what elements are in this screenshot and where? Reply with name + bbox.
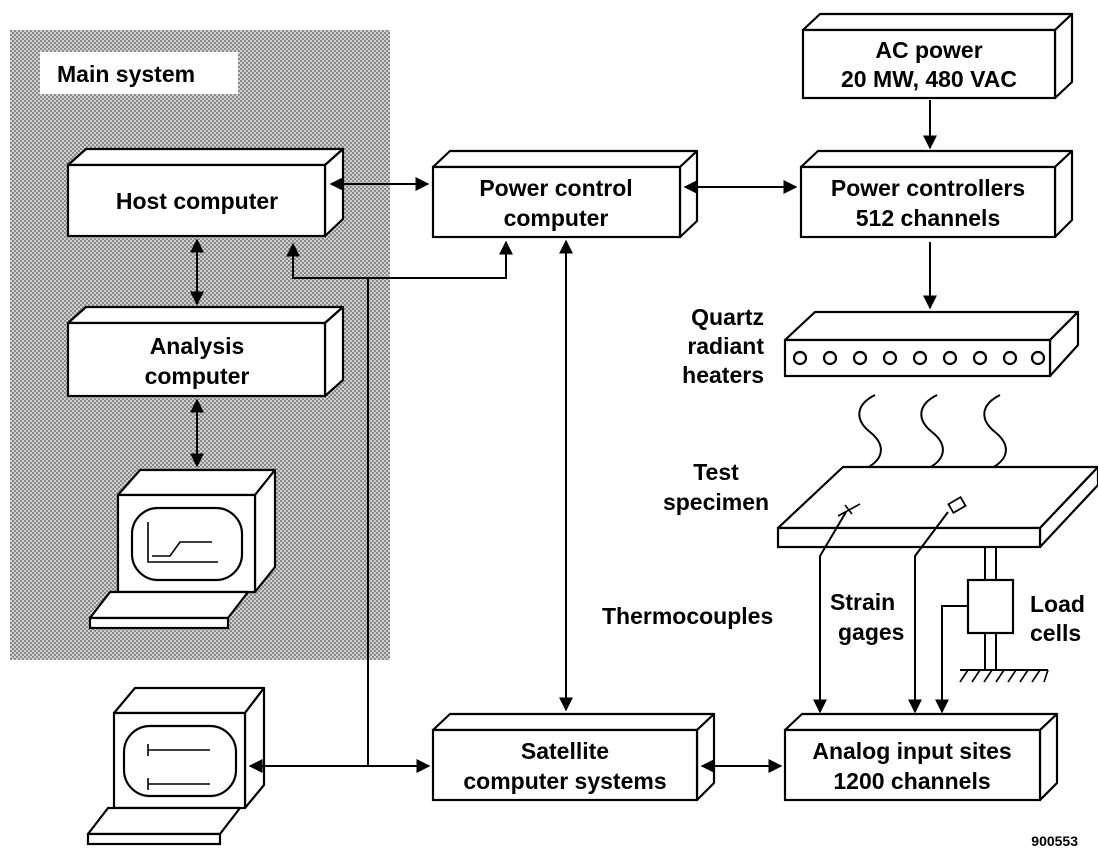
main-terminal-icon bbox=[88, 468, 277, 630]
ac-power-line1: AC power bbox=[875, 37, 982, 63]
thermocouples-label: Thermocouples bbox=[602, 603, 773, 629]
power-controllers-box: Power controllers 512 channels bbox=[799, 149, 1074, 239]
connections bbox=[190, 100, 937, 773]
main-system-label: Main system bbox=[57, 61, 195, 87]
strain-gages-label-line1: Strain bbox=[830, 589, 895, 615]
satellite-terminal-icon bbox=[86, 686, 266, 846]
analysis-computer-line2: computer bbox=[145, 363, 250, 389]
analysis-computer-line1: Analysis bbox=[150, 333, 245, 359]
host-computer-box: Host computer bbox=[66, 147, 345, 238]
strain-gages-label-line2: gages bbox=[838, 619, 904, 645]
host-computer-label: Host computer bbox=[116, 188, 278, 214]
test-specimen-plate bbox=[776, 465, 1098, 549]
power-controllers-line2: 512 channels bbox=[856, 205, 1000, 231]
quartz-label-line3: heaters bbox=[682, 362, 764, 388]
sensor-wires bbox=[813, 511, 968, 714]
satellite-computer-box: Satellite computer systems bbox=[431, 712, 716, 802]
load-cell-assembly bbox=[959, 547, 1049, 683]
figure-number: 900553 bbox=[1031, 833, 1078, 849]
power-control-line2: computer bbox=[504, 205, 609, 231]
analog-line2: 1200 channels bbox=[833, 768, 990, 794]
analog-line1: Analog input sites bbox=[812, 738, 1011, 764]
satellite-line2: computer systems bbox=[463, 768, 666, 794]
ac-power-line2: 20 MW, 480 VAC bbox=[841, 66, 1017, 92]
power-controllers-line1: Power controllers bbox=[831, 175, 1025, 201]
quartz-label-line1: Quartz bbox=[691, 304, 764, 330]
power-control-computer-box: Power control computer bbox=[431, 149, 699, 239]
power-control-line1: Power control bbox=[479, 175, 632, 201]
analog-input-box: Analog input sites 1200 channels bbox=[783, 712, 1059, 802]
load-cells-label-line1: Load bbox=[1030, 591, 1085, 617]
quartz-heater-unit bbox=[783, 310, 1080, 378]
test-specimen-label-line2: specimen bbox=[663, 489, 769, 515]
ac-power-box: AC power 20 MW, 480 VAC bbox=[801, 12, 1074, 100]
test-specimen-label-line1: Test bbox=[693, 459, 739, 485]
main-system-label-bg bbox=[40, 52, 238, 94]
load-cells-label-line2: cells bbox=[1030, 620, 1081, 646]
analysis-computer-box: Analysis computer bbox=[66, 305, 345, 398]
satellite-line1: Satellite bbox=[521, 738, 609, 764]
quartz-label-line2: radiant bbox=[687, 333, 764, 359]
